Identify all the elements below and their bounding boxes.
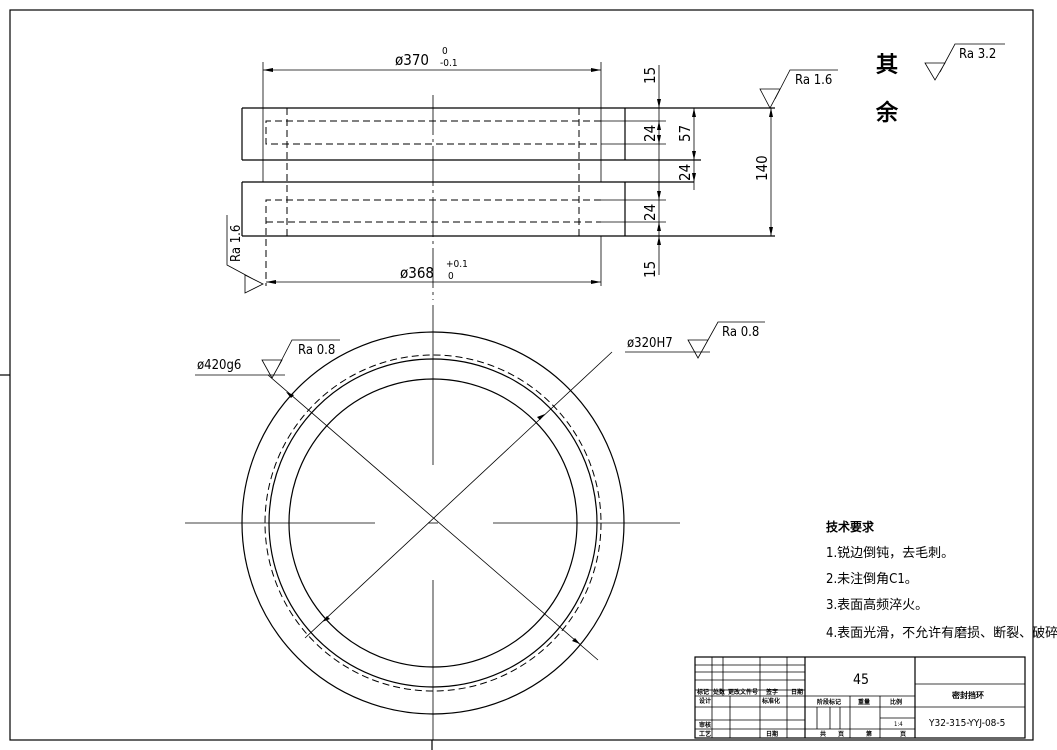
title-block	[694, 656, 1026, 739]
tb-scale-label: 比例	[890, 698, 902, 706]
roughness-symbol-icon	[924, 43, 1005, 81]
dim-15-bottom: 15	[641, 261, 659, 278]
tech-requirement-1: 1.锐边倒钝，去毛刺。	[826, 546, 954, 561]
dia-368-upper-tol: +0.1	[446, 259, 468, 270]
inner-roughness-label: Ra 0.8	[722, 325, 759, 340]
tb-header-mark: 标记	[696, 688, 709, 696]
tech-requirements-title: 技术要求	[826, 519, 875, 534]
dim-24-top: 24	[641, 125, 659, 142]
dim-24-bottom: 24	[641, 204, 659, 221]
tb-stage-mark: 阶段标记	[817, 698, 841, 706]
tb-process: 工艺	[699, 730, 711, 738]
roughness-left-label: Ra 1.6	[229, 225, 244, 262]
dia-368-lower-tol: 0	[448, 271, 454, 282]
tb-header-count: 处数	[712, 688, 726, 696]
general-roughness-char-2: 余	[875, 100, 899, 126]
tb-total: 共	[820, 730, 826, 738]
tb-header-sign: 签字	[765, 688, 778, 696]
dim-24-mid: 24	[676, 164, 694, 181]
tb-page: 页	[838, 730, 844, 738]
tb-page-2: 页	[900, 730, 906, 738]
scale-value: 1:4	[894, 721, 903, 728]
tb-sheet: 第	[865, 730, 872, 738]
general-roughness-value: Ra 3.2	[959, 47, 996, 62]
part-name: 密封挡环	[951, 690, 984, 700]
roughness-symbol-icon	[687, 321, 765, 359]
tb-review: 审核	[699, 721, 711, 729]
dia-320H7-label: ø320H7	[627, 336, 673, 351]
front-view	[241, 62, 775, 300]
tb-header-date: 日期	[791, 688, 803, 696]
roughness-symbol-icon	[759, 69, 838, 109]
dia-368-label: ø368	[400, 264, 434, 282]
dim-57: 57	[676, 125, 694, 142]
tech-requirement-2: 2.未注倒角C1。	[826, 572, 918, 587]
tech-requirement-4: 4.表面光滑，不允许有磨损、断裂、破碎。	[826, 625, 1057, 641]
material: 45	[853, 672, 869, 688]
dia-370-label: ø370	[395, 51, 429, 69]
roughness-symbol-icon	[226, 215, 264, 294]
roughness-right-label: Ra 1.6	[795, 73, 832, 88]
plan-view	[185, 305, 710, 740]
dia-420g6-label: ø420g6	[197, 358, 241, 373]
roughness-symbol-icon	[261, 339, 340, 379]
tech-requirement-3: 3.表面高频淬火。	[826, 597, 928, 613]
tb-design: 设计	[699, 697, 711, 705]
dim-15-top: 15	[641, 67, 659, 84]
tb-date: 日期	[766, 730, 778, 738]
tb-weight: 重量	[858, 698, 870, 706]
drawing-number: Y32-315-YYJ-08-5	[928, 718, 1005, 729]
dia-370-upper-tol: 0	[442, 46, 448, 57]
tb-standardize: 标准化	[761, 697, 780, 705]
tb-header-docno: 更改文件号	[728, 688, 758, 696]
dim-140: 140	[753, 155, 771, 181]
outer-roughness-label: Ra 0.8	[298, 343, 335, 358]
general-roughness-char-1: 其	[876, 53, 898, 78]
dia-370-lower-tol: -0.1	[440, 58, 458, 69]
